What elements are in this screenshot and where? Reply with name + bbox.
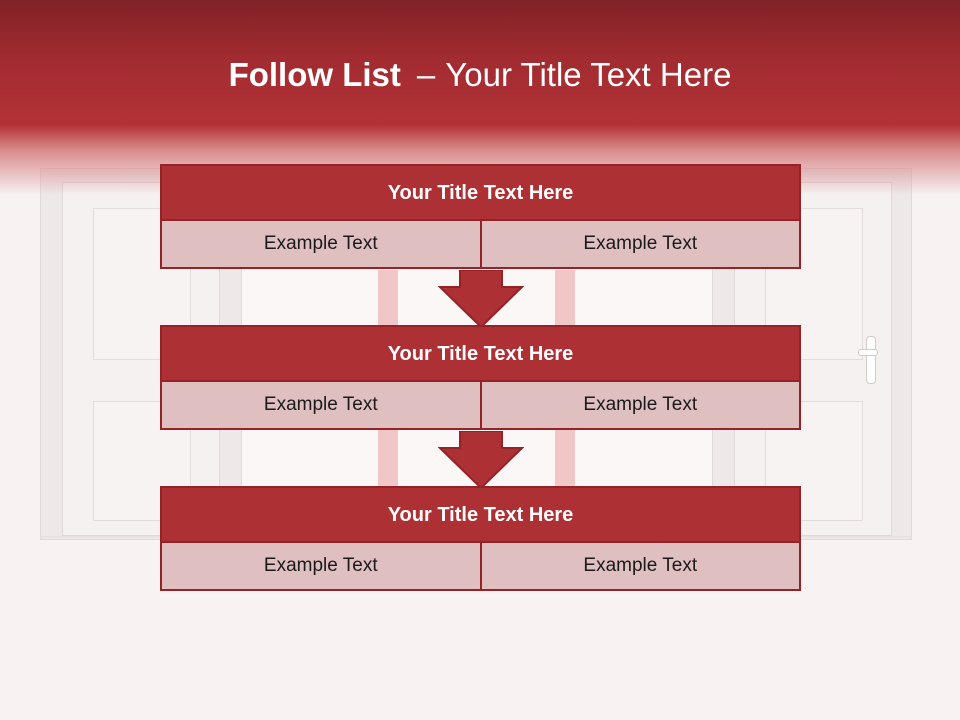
down-arrow-icon bbox=[438, 270, 524, 329]
step-cell-right: Example Text bbox=[479, 221, 800, 267]
step-block-3: Your Title Text Here Example Text Exampl… bbox=[160, 486, 801, 591]
step-cell-right: Example Text bbox=[479, 382, 800, 428]
door-handle-lever-icon bbox=[858, 349, 878, 356]
down-arrow-icon bbox=[438, 431, 524, 490]
step-cell-left: Example Text bbox=[263, 233, 378, 254]
step-block-2: Your Title Text Here Example Text Exampl… bbox=[160, 325, 801, 430]
step-title: Your Title Text Here bbox=[160, 486, 801, 543]
step-row: Example Text Example Text bbox=[160, 541, 801, 591]
left-door bbox=[62, 182, 220, 536]
step-block-1: Your Title Text Here Example Text Exampl… bbox=[160, 164, 801, 269]
slide-title-bold: Follow List bbox=[228, 56, 401, 93]
step-cell-right: Example Text bbox=[479, 543, 800, 589]
step-row: Example Text Example Text bbox=[160, 380, 801, 430]
slide-title-separator: – bbox=[416, 56, 436, 93]
step-cell-left: Example Text bbox=[263, 555, 378, 576]
step-row: Example Text Example Text bbox=[160, 219, 801, 269]
step-cell-left: Example Text bbox=[263, 394, 378, 415]
step-title: Your Title Text Here bbox=[160, 325, 801, 382]
slide-title: Follow List–Your Title Text Here bbox=[0, 52, 960, 98]
door-handle-icon bbox=[866, 336, 876, 384]
step-title: Your Title Text Here bbox=[160, 164, 801, 221]
slide-title-rest: Your Title Text Here bbox=[445, 56, 732, 93]
